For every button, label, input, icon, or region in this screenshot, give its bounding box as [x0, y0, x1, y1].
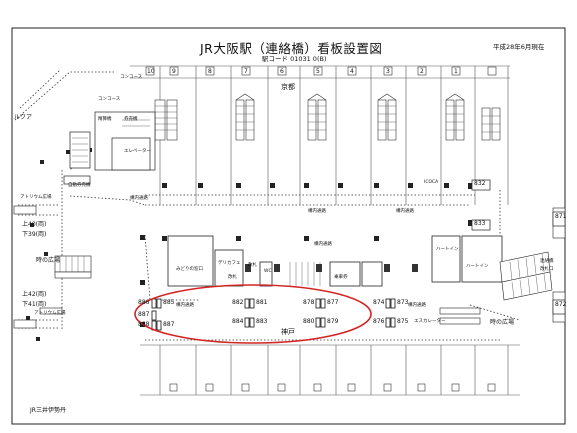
left-stairs [54, 255, 92, 279]
label-left-small-4: 券売機 [124, 117, 138, 122]
sign-number: 882 [232, 299, 244, 306]
stair-arrows [235, 93, 465, 101]
label-lucua: ルクア [14, 114, 33, 121]
label-down41: 下41(両) [22, 301, 47, 308]
label-passage-lower: 構内通路 [176, 303, 194, 308]
sign-number: 880 [303, 318, 315, 325]
center-lower-hatch [289, 262, 321, 286]
platform-number: 5 [316, 68, 320, 75]
sign-number: 886 [138, 299, 150, 306]
platform-number: 9 [172, 68, 176, 75]
sign-number: 887 [163, 321, 175, 328]
sign-number: 884 [232, 318, 244, 325]
platform-number: 3 [386, 68, 390, 75]
sign-box-right [471, 179, 566, 315]
lower-platform-grid [140, 344, 520, 396]
left-stairs-hatch [59, 256, 85, 272]
right-escalator-hatch [509, 253, 547, 299]
label-ticket-area: 乗車券 [334, 275, 348, 280]
track-kyoto: 京都 [281, 83, 295, 91]
label-clock-plaza-right: 時の広場 [490, 319, 515, 326]
label-right-small-1: 連絡橋 [540, 259, 554, 264]
highlight-ellipse [134, 284, 372, 344]
sign-872: 872 [555, 301, 567, 308]
label-wc: WC [264, 269, 272, 274]
station-code: 駅コード 01031 0(B) [262, 55, 327, 63]
dashed-walkway [14, 69, 521, 341]
sign-number: 876 [373, 318, 385, 325]
label-lower-escalator: エスカレーター [414, 319, 446, 324]
label-exit: 改札 [228, 275, 237, 280]
label-passage-center: 構内通路 [308, 209, 326, 214]
lower-number-boxes [169, 383, 496, 392]
label-jr-mitsui: JR三井伊勢丹 [30, 407, 66, 414]
sign-number: 888 [138, 321, 150, 328]
platform-number: 10 [147, 68, 155, 75]
sign-871: 871 [555, 213, 567, 220]
sign-group-878 [315, 298, 326, 328]
label-center-box-1: コンコース [120, 75, 143, 80]
label-clock-plaza: 時の広場 [36, 257, 61, 264]
sign-group-874 [385, 298, 396, 328]
label-left-small-1: コンコース [98, 97, 121, 102]
label-left-small-2: 自動券売機 [68, 183, 91, 188]
sign-number: 875 [397, 318, 409, 325]
label-dakudo: デリカフェ [218, 261, 241, 266]
label-icoca: ICOCA [424, 180, 439, 185]
label-center-box-2: エレベーター [124, 149, 151, 154]
platform-number: 1 [454, 68, 458, 75]
platform-number-boxes [145, 66, 497, 76]
label-atrium-plaza-lower: アトリウム広場 [34, 311, 66, 316]
sign-number: 873 [397, 299, 409, 306]
label-passage-lower-right: 構内通路 [408, 303, 426, 308]
current-date: 平成28年6月現在 [493, 43, 545, 51]
sign-group-882 [244, 298, 255, 328]
label-atrium-plaza: アトリウム広場 [20, 195, 52, 200]
label-up42: 上42(両) [22, 291, 47, 298]
sign-number: 874 [373, 299, 385, 306]
track-kobe: 神戸 [281, 328, 295, 336]
platform-number: 8 [208, 68, 212, 75]
dark-kiosks [245, 264, 418, 272]
label-ticket-gate: 改札 [248, 263, 257, 268]
sign-number: 885 [163, 299, 175, 306]
pillar-markers [26, 148, 474, 341]
sign-number: 877 [327, 299, 339, 306]
sign-number: 887 [138, 311, 150, 318]
label-passage-right: 構内通路 [396, 209, 414, 214]
label-midori: みどりの窓口 [176, 267, 203, 272]
left-building [63, 111, 156, 185]
label-left-small-3: 精算機 [98, 117, 112, 122]
label-up40: 上40(両) [22, 221, 47, 228]
platform-number: 2 [420, 68, 424, 75]
left-building-hatch [72, 119, 150, 163]
label-heartin-2: ハートイン [466, 264, 489, 269]
platform-number: 6 [280, 68, 284, 75]
center-lower-buildings [167, 235, 503, 287]
page-title: JR大阪駅（連絡橋）看板設置図 [200, 41, 383, 56]
platform-number: 7 [244, 68, 248, 75]
sign-number: 879 [327, 318, 339, 325]
upper-platform-grid [130, 65, 510, 205]
sign-832: 832 [474, 180, 486, 187]
left-platform-signs [13, 205, 37, 329]
sign-number: 878 [303, 299, 315, 306]
sign-number: 881 [256, 299, 268, 306]
sign-number: 883 [256, 318, 268, 325]
label-passage-mid: 構内通路 [314, 242, 332, 247]
sign-group-886 [151, 298, 162, 331]
platform-number: 4 [350, 68, 354, 75]
sign-833: 833 [474, 220, 486, 227]
label-right-small-2: 改札口 [540, 267, 554, 272]
label-down39: 下39(両) [22, 231, 47, 238]
upper-stair-hatching [155, 105, 500, 133]
label-passage-left: 構内通路 [130, 196, 148, 201]
label-heartin-1: ハートイン [436, 247, 459, 252]
